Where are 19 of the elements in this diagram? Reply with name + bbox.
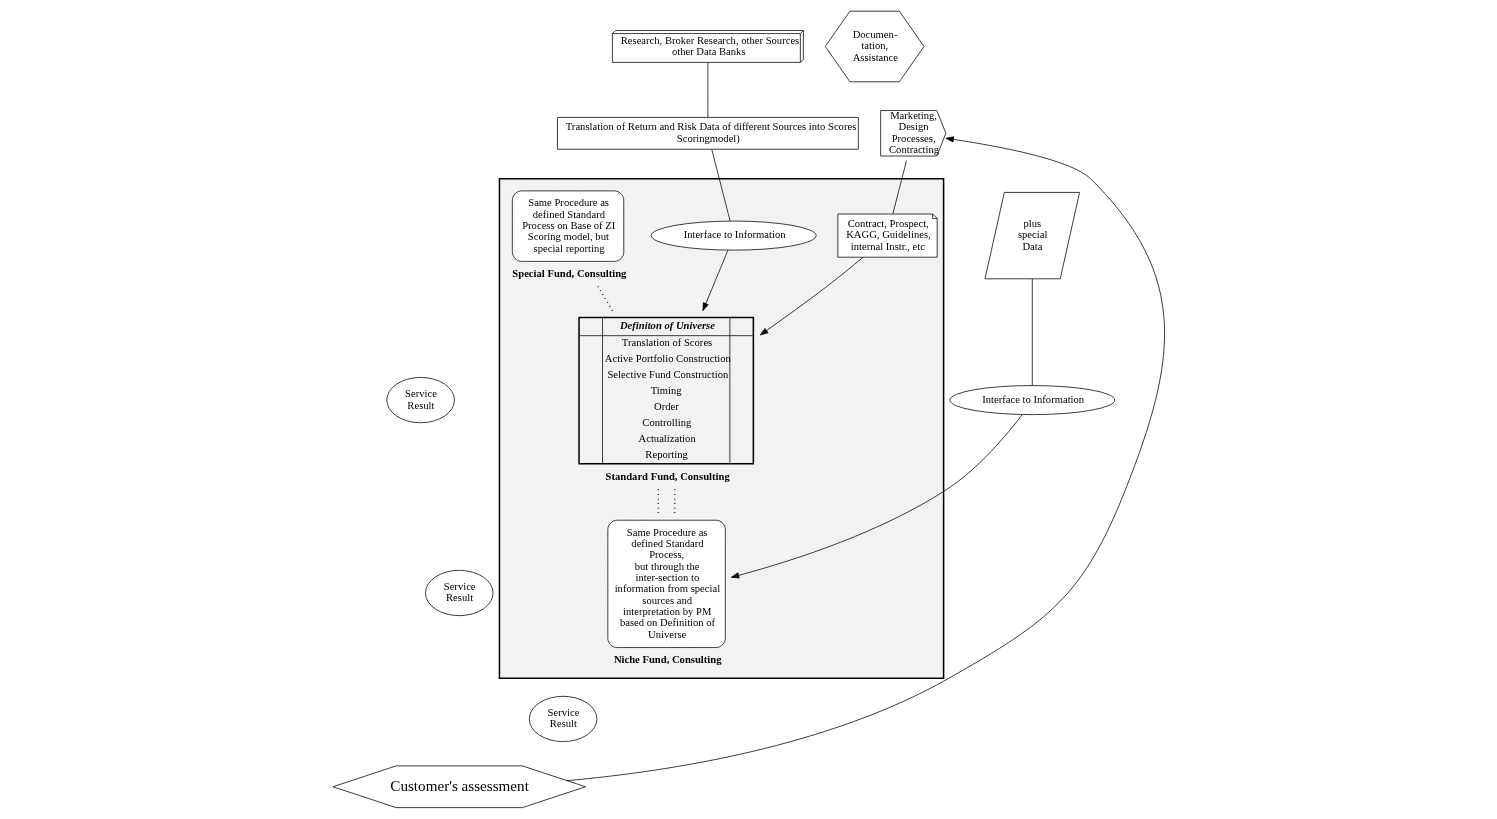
node-ellipse: Service Result [385,377,455,424]
node-ellipse: Service Result [528,695,597,742]
cluster [498,178,944,679]
connector [596,285,613,312]
arrow [702,249,728,311]
arrow [566,136,1165,781]
connector [710,149,730,222]
connector [892,160,907,215]
node-ellipse: Service Result [424,569,493,616]
node-label: Niche Fund, Consulting [613,653,722,665]
node-label: Special Fund, Consulting [511,267,626,279]
connector [707,62,708,118]
node-ellipse: Interface to Information [650,220,816,251]
arrow [730,414,1023,579]
arrow [759,256,863,336]
connector [1031,278,1033,386]
node-ellipse: Interface to Information [948,385,1115,415]
node-label: Standard Fund, Consulting [605,470,730,482]
node-box: Translation of Return and Risk Data of different Sources into Scores Scoringmodel) [556,117,859,150]
